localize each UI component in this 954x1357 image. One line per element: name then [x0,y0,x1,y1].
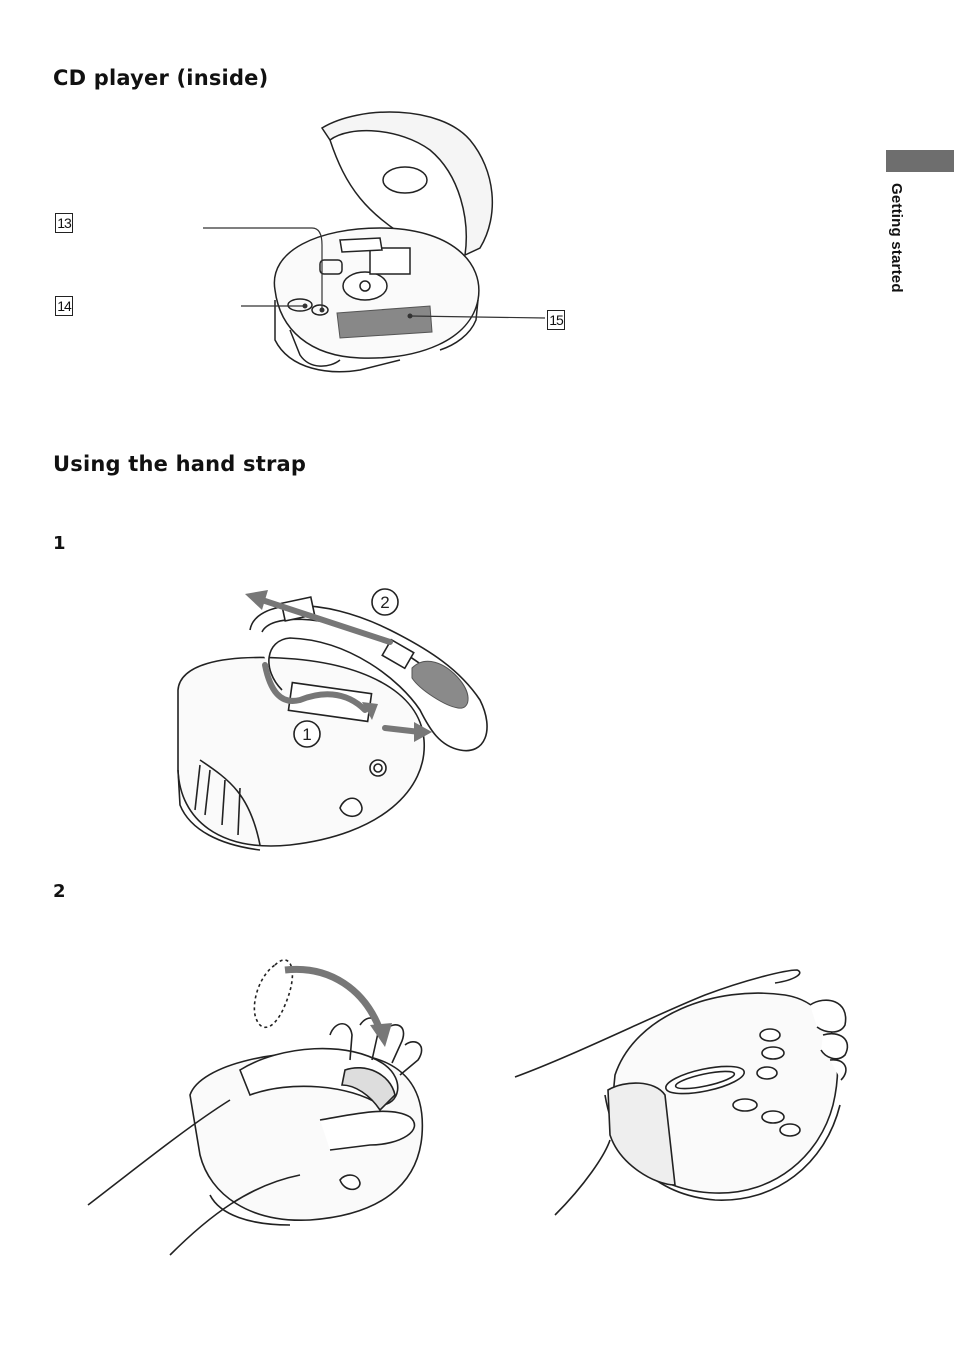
callout-15: 15 [547,310,565,330]
marker-1: 1 [302,725,311,744]
callout-13: 13 [55,213,73,233]
marker-2: 2 [380,593,389,612]
section-tab-marker [886,150,954,172]
step-number-1: 1 [53,533,66,554]
section-heading-cd-player-inside: CD player (inside) [53,66,269,90]
section-heading-using-hand-strap: Using the hand strap [53,452,307,476]
section-tab-label: Getting started [888,183,905,293]
hand-in-strap-illustration [87,959,424,1256]
holding-player-illustration [514,969,849,1216]
callout-14: 14 [55,296,73,316]
hand-strap-attach-illustration: 2 1 [177,588,488,851]
cd-player-inside-illustration [203,111,546,373]
step-number-2: 2 [53,881,66,902]
